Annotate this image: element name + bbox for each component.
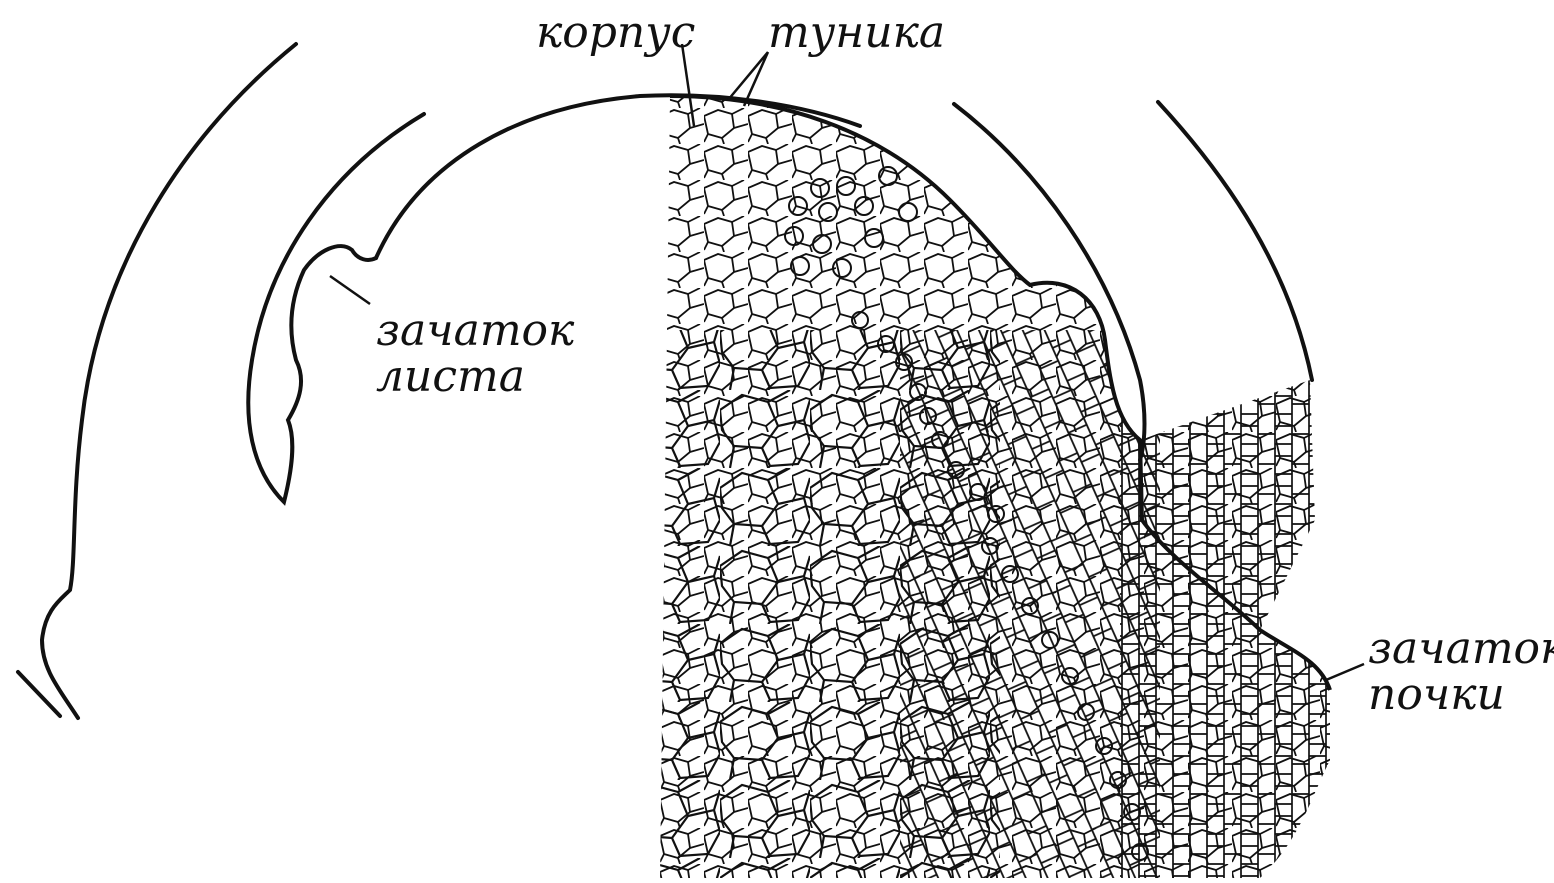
outer-leaf-outline — [42, 44, 296, 718]
label-leaf-primordium-line2: листа — [376, 354, 574, 400]
right-leaf-outline-outer — [1158, 102, 1312, 380]
bud-primordium-leader — [1326, 664, 1364, 680]
label-bud-primordium-line2: почки — [1368, 672, 1554, 718]
label-leaf-primordium-line1: зачаток — [376, 308, 574, 354]
label-korpus: корпус — [536, 10, 695, 56]
label-leaf-primordium: зачаток листа — [376, 308, 574, 400]
tissue-cells — [660, 90, 1554, 878]
label-tunika: туника — [768, 10, 945, 56]
leaf-primordium-leader — [330, 276, 370, 304]
label-bud-primordium-line1: зачаток — [1368, 626, 1554, 672]
label-bud-primordium: зачаток почки — [1368, 626, 1554, 718]
